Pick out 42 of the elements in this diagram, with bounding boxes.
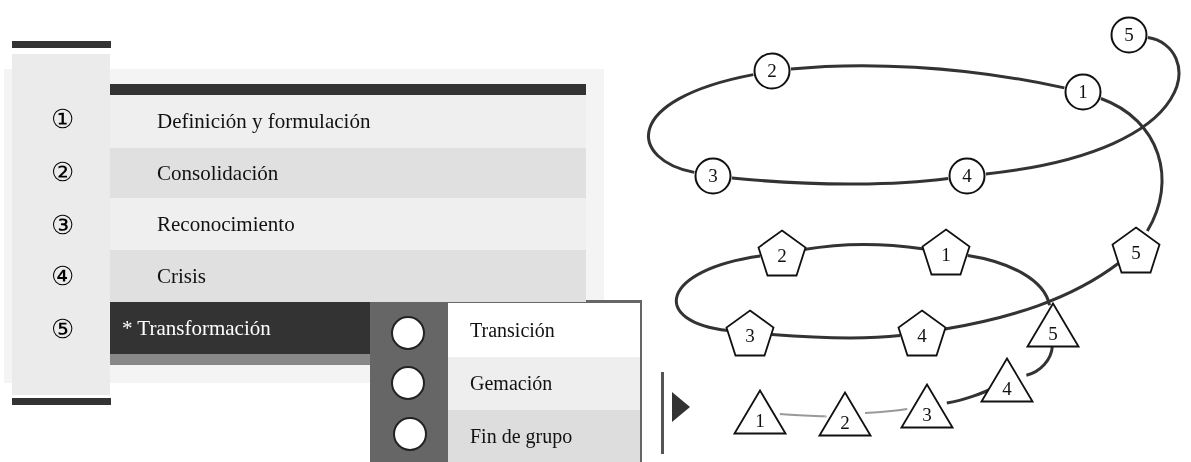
spiral-line [790,64,1065,90]
pentagon-marker: 3 [725,309,775,357]
spiral-line [985,36,1181,176]
node-label: Definición y formulación [157,109,371,133]
spiral-line [946,388,991,405]
spiral-line [967,253,1051,306]
node-label: Transición [470,318,555,341]
circle-marker: 3 [694,157,732,195]
circle-marker: 4 [948,157,986,195]
triangle-marker: 5 [1026,302,1080,348]
list-row: Definición y formulación [110,95,586,148]
list-row: * Transformación [110,302,370,354]
spiral-line [731,176,949,186]
spiral-line [1100,97,1164,232]
pentagon-marker: 1 [921,228,971,276]
circle-marker: 2 [753,52,791,90]
triangle-marker: 3 [900,383,954,429]
pentagon-marker: 5 [1111,226,1161,274]
step-number: ③ [49,211,75,241]
step-number: ⑤ [49,315,75,345]
step-number: ① [49,105,75,135]
pentagon-marker: 2 [757,229,807,277]
pentagon-marker: 4 [897,309,947,357]
spiral-line [675,254,761,333]
step-number: ② [49,158,75,188]
node-label: Reconocimiento [157,211,295,236]
option-row: Transición [448,303,640,357]
list-row: Reconocimiento [110,198,586,250]
spiral-line [771,333,901,340]
circle-marker: 1 [1064,73,1102,111]
spiral-line [778,413,827,418]
option-row: Gemación [448,357,640,410]
triangle-marker: 1 [733,389,787,435]
option-row: Fin de grupo [448,410,640,462]
circle-marker: 5 [1110,16,1148,54]
list-row: Consolidación [110,148,586,198]
step-number: ④ [49,262,75,292]
list-row: Crisis [110,250,586,302]
spiral-line [647,73,754,174]
triangle-marker: 4 [980,357,1034,403]
triangle-marker: 2 [818,391,872,437]
spiral-line [864,407,909,414]
